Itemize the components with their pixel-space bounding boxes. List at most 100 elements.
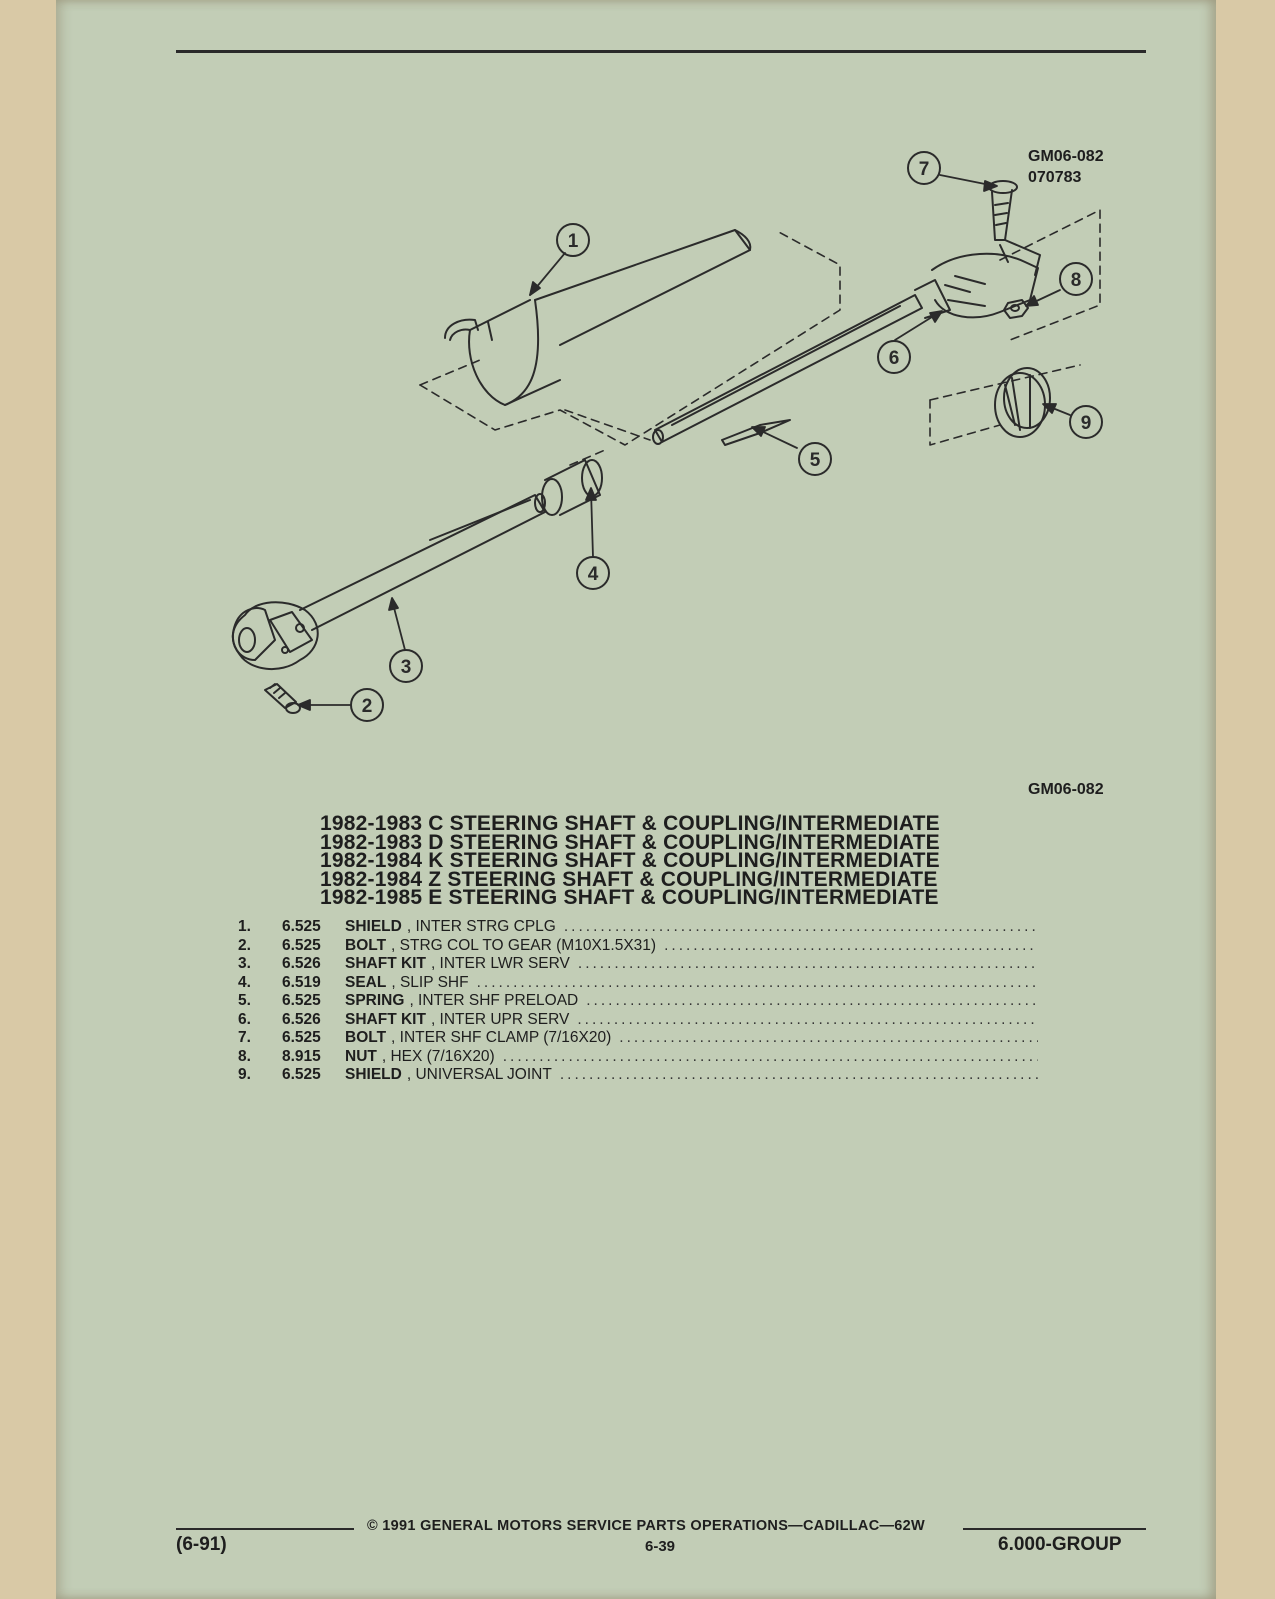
part-name: SHIELD: [345, 1066, 402, 1083]
part-name: SHIELD: [345, 918, 402, 935]
part-name: SHAFT KIT: [345, 955, 426, 972]
dashed-outline-lower-right: [929, 399, 1001, 446]
part-description: , UNIVERSAL JOINT: [406, 1066, 552, 1083]
part-description: , INTER LWR SERV: [430, 955, 570, 972]
callout-3-circle: [389, 649, 423, 683]
footer-copyright: © 1991 GENERAL MOTORS SERVICE PARTS OPER…: [367, 1518, 925, 1534]
part-group-code: 6.525: [282, 1029, 321, 1046]
leader-dots: ........................................…: [502, 1047, 1038, 1065]
part-group-code: 8.915: [282, 1047, 321, 1065]
part-group-code: 6.525: [282, 918, 321, 935]
leader-dots: ........................................…: [563, 918, 1038, 935]
part-description: , INTER SHF CLAMP (7/16X20): [391, 1029, 612, 1046]
part-description: , INTER UPR SERV: [430, 1010, 570, 1028]
part-number: 6.: [238, 1010, 251, 1028]
diagram-code: GM06-082: [1028, 148, 1104, 165]
callout-circles: [350, 151, 1103, 722]
diagram-code-top: GM06-082 070783: [1028, 146, 1104, 188]
section-title: 1982-1985 E STEERING SHAFT & COUPLING/IN…: [320, 886, 939, 909]
callout-4-label: 4: [588, 564, 599, 585]
callout-6-circle: [877, 340, 911, 374]
parts-list-item: 3. 6.526 SHAFT KIT , INTER LWR SERV ....…: [238, 955, 1038, 974]
parts-list-item: 5. 6.525 SPRING , INTER SHF PRELOAD ....…: [238, 992, 1038, 1011]
part-name: BOLT: [345, 1029, 387, 1046]
part-group-code: 6.519: [282, 973, 321, 991]
callout-7-circle: [907, 151, 941, 185]
part-number: 8.: [238, 1047, 251, 1065]
part-description: , INTER SHF PRELOAD: [409, 992, 579, 1009]
parts-list: 1. 6.525 SHIELD , INTER STRG CPLG ......…: [238, 918, 1038, 1085]
part-group-code: 6.525: [282, 936, 321, 954]
footer-page-number: 6-39: [645, 1538, 676, 1555]
parts-list-item: 1. 6.525 SHIELD , INTER STRG CPLG ......…: [238, 918, 1038, 937]
part-group-code: 6.526: [282, 1010, 321, 1028]
callout-6-label: 6: [889, 348, 900, 369]
leader-dots: ........................................…: [577, 955, 1038, 972]
callout-7-label: 7: [919, 159, 930, 180]
callout-2-label: 2: [362, 696, 373, 717]
top-rule: [176, 50, 1146, 53]
section-title: 1982-1983 D STEERING SHAFT & COUPLING/IN…: [320, 830, 940, 854]
part-group-code: 6.526: [282, 955, 321, 972]
part-name: SHAFT KIT: [345, 1010, 426, 1028]
part-number: 7.: [238, 1029, 251, 1046]
dashed-outline-left-edge: [419, 359, 481, 386]
part-description: , HEX (7/16X20): [381, 1047, 495, 1065]
callout-1-label: 1: [568, 231, 579, 252]
part-description: , STRG COL TO GEAR (M10X1.5X31): [391, 936, 657, 954]
callout-5-label: 5: [810, 450, 821, 471]
leader-dots: ........................................…: [586, 992, 1038, 1009]
footer-group-number: 6.000-GROUP: [998, 1534, 1122, 1555]
section-title: 1982-1983 C STEERING SHAFT & COUPLING/IN…: [320, 812, 940, 835]
leader-dots: ........................................…: [577, 1010, 1038, 1028]
part-name: SEAL: [345, 973, 387, 991]
footer-rule-right: [963, 1528, 1146, 1530]
bolt-inter-shf-clamp-drawing: [988, 180, 1018, 241]
diagram-code-bottom: GM06-082: [1028, 781, 1104, 798]
exploded-parts-diagram: 1 2 3 4 5 6 7 8 9: [231, 151, 1103, 722]
parts-list-item: 7. 6.525 BOLT , INTER SHF CLAMP (7/16X20…: [238, 1029, 1038, 1048]
parts-list-item: 8. 8.915 NUT , HEX (7/16X20) ...........…: [238, 1048, 1038, 1067]
part-group-code: 6.525: [282, 1066, 321, 1083]
dashed-outline-left: [419, 229, 841, 446]
bolt-strg-col-to-gear-drawing: [264, 683, 301, 714]
leader-dots: ........................................…: [664, 936, 1038, 954]
section-title: 1982-1984 K STEERING SHAFT & COUPLING/IN…: [320, 849, 940, 872]
shaft-kit-inter-upr-serv-drawing: [652, 239, 1041, 445]
callout-leaders: [297, 174, 1071, 711]
parts-list-item: 4. 6.519 SEAL , SLIP SHF ...............…: [238, 974, 1038, 993]
part-description: , INTER STRG CPLG: [406, 918, 556, 935]
leader-dots: ........................................…: [559, 1066, 1038, 1083]
nut-hex-drawing: [1003, 299, 1029, 319]
dashed-outline-lower-right-top: [929, 364, 1081, 401]
callout-5-circle: [798, 442, 832, 476]
part-number: 2.: [238, 936, 251, 954]
callout-8-label: 8: [1071, 270, 1082, 291]
shield-inter-strg-cplg-drawing: [444, 229, 752, 406]
dashed-outline-seal: [569, 449, 606, 466]
section-titles: 1982-1983 C STEERING SHAFT & COUPLING/IN…: [320, 812, 1000, 909]
spring-inter-shf-preload-drawing: [721, 419, 791, 446]
section-title: 1982-1984 Z STEERING SHAFT & COUPLING/IN…: [320, 867, 938, 891]
dashed-outline-upper-right: [999, 209, 1101, 341]
part-number: 9.: [238, 1066, 251, 1083]
diagram-date-code: 070783: [1028, 169, 1082, 186]
leader-dots: ........................................…: [619, 1029, 1038, 1046]
part-name: NUT: [345, 1047, 377, 1065]
part-number: 3.: [238, 955, 251, 972]
callout-9-label: 9: [1081, 413, 1092, 434]
leader-dots: ........................................…: [476, 973, 1038, 991]
seal-slip-shf-drawing: [541, 459, 603, 516]
shield-universal-joint-drawing: [994, 367, 1051, 438]
parts-list-item: 2. 6.525 BOLT , STRG COL TO GEAR (M10X1.…: [238, 937, 1038, 956]
callout-1-circle: [556, 223, 590, 257]
part-number: 1.: [238, 918, 251, 935]
part-group-code: 6.525: [282, 992, 321, 1009]
paper-sheet: [56, 0, 1216, 1599]
footer-rule-left: [176, 1528, 354, 1530]
shaft-kit-inter-lwr-serv-drawing: [231, 493, 546, 671]
parts-list-item: 6. 6.526 SHAFT KIT , INTER UPR SERV ....…: [238, 1011, 1038, 1030]
part-name: SPRING: [345, 992, 405, 1009]
callout-4-circle: [576, 556, 610, 590]
part-name: BOLT: [345, 936, 387, 954]
